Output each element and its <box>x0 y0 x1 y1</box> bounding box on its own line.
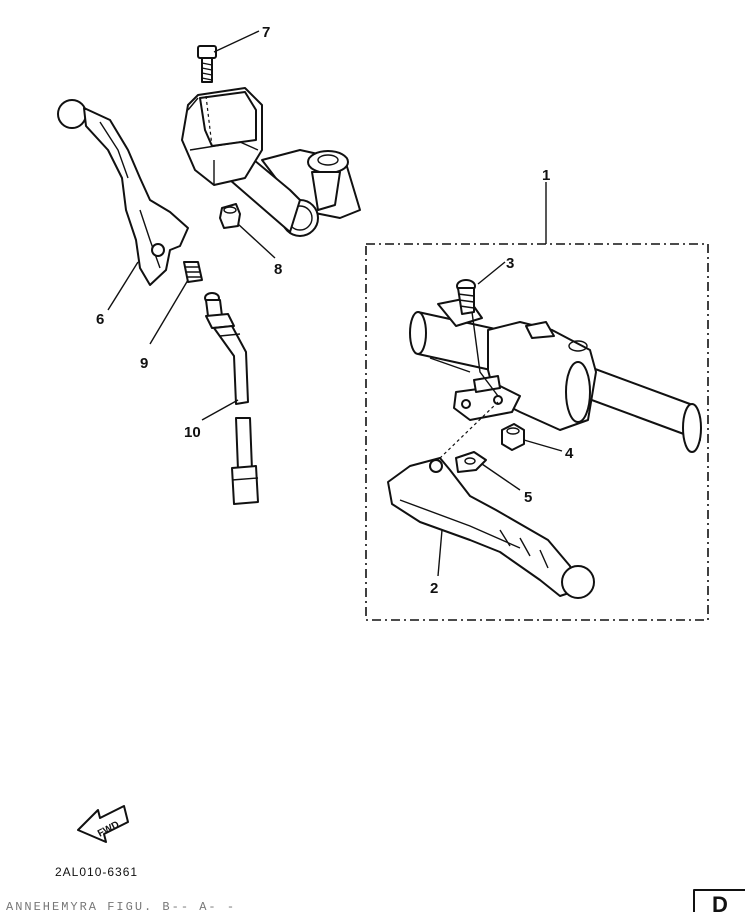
drawing-code: 2AL010-6361 <box>55 865 138 879</box>
callout-1: 1 <box>542 167 550 184</box>
nut-4 <box>501 423 525 451</box>
washer-5 <box>455 451 487 473</box>
lever-holder <box>409 297 702 453</box>
lever-2 <box>387 457 595 599</box>
master-cylinder <box>181 87 361 237</box>
footer-text: ANNEHEMYRA FIGU. B-- A- - <box>6 900 236 912</box>
callout-4: 4 <box>565 445 574 462</box>
callout-2: 2 <box>430 580 438 597</box>
fwd-arrow-icon: FWD <box>77 805 129 843</box>
callout-5: 5 <box>524 489 532 506</box>
screw-3 <box>456 279 476 315</box>
nut-8 <box>219 203 241 229</box>
screw-9 <box>183 261 203 283</box>
switch-10 <box>204 292 259 505</box>
lever-6 <box>57 99 189 286</box>
bolt-7 <box>197 45 217 83</box>
callout-8: 8 <box>274 261 282 278</box>
footer-letter-box: D <box>693 889 745 912</box>
assembly-box <box>365 243 709 621</box>
callout-6: 6 <box>96 311 104 328</box>
callout-numbers: 7 8 6 9 10 1 3 4 5 2 <box>96 24 574 597</box>
footer-letter: D <box>712 892 728 912</box>
callout-10: 10 <box>184 424 201 441</box>
callout-7: 7 <box>262 24 270 41</box>
callout-9: 9 <box>140 355 148 372</box>
callout-3: 3 <box>506 255 514 272</box>
leader-lines <box>107 30 563 577</box>
